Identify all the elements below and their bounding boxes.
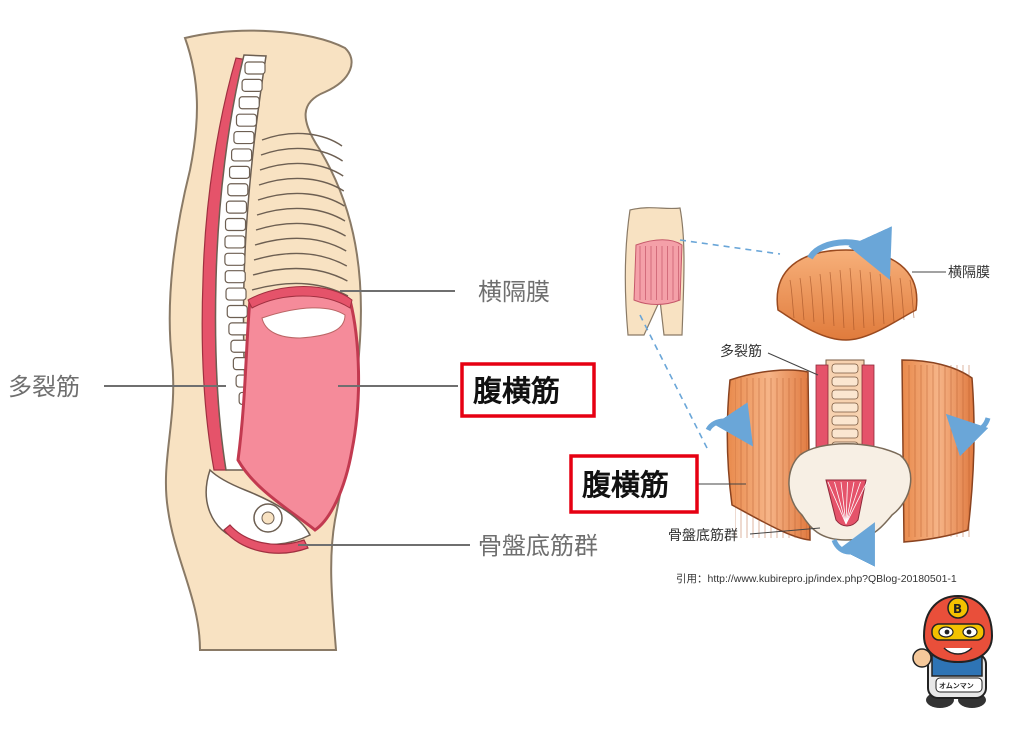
mascot-chest-letter: B [953,602,962,616]
side-arrow-left-icon [705,402,754,447]
vertebra [238,96,260,110]
rib [258,177,345,192]
label-multifidus-right: 多裂筋 [720,343,762,360]
vertebra [224,252,246,266]
vertebra [230,148,253,162]
vertebra [244,61,266,75]
diaphragm-dome [776,249,918,341]
rib-cage [251,132,349,297]
left-torso-figure: 横隔膜 多裂筋 腹横筋 骨盤底筋群 [8,29,598,651]
vertebra [225,200,248,214]
rib [256,207,346,222]
label-diaphragm-left: 横隔膜 [478,278,550,306]
label-transversus-right: 腹横筋 [582,468,669,502]
vertebra [225,287,247,301]
vertebra [228,165,251,179]
citation-text: 引用：http://www.kubirepro.jp/index.php?QBl… [676,572,957,585]
rib [251,282,349,297]
right-exploded-figure: 横隔膜 多裂筋 骨盤底筋群 腹横筋 引用：http://www.kubirepr… [569,207,991,585]
rib [260,147,343,162]
rotation-arrow-icon [807,226,892,280]
rib [254,237,347,252]
diaphragm-muscle [247,286,353,309]
mascot-badge-text: オムンマン [939,682,974,690]
side-arrow-right-icon [945,413,991,457]
vertebra [241,78,263,92]
label-transversus-left: 腹横筋 [473,374,560,408]
label-pelvic-floor-left: 骨盤底筋群 [478,532,598,560]
rib [252,267,348,282]
vertebra [228,322,250,336]
rib [257,192,345,207]
vertebra [233,130,255,145]
bottom-arrow-icon [831,522,875,567]
highlight-box-left [460,362,596,418]
pelvic-floor-muscle [223,524,309,554]
vertebra [224,270,246,284]
diaphragm-inner [261,307,346,339]
label-diaphragm-right: 横隔膜 [948,265,990,281]
rib [255,222,346,237]
mascot-character: B オムンマン [912,594,994,708]
rib [259,162,344,177]
rib [261,132,343,147]
rib [253,252,348,267]
vertebra [235,113,258,127]
label-multifidus-left: 多裂筋 [8,373,80,401]
thumbnail-muscle [633,239,683,305]
vertebra [224,235,246,249]
vertebra [227,183,249,197]
vertebra [226,304,248,319]
thumbs-up-icon [912,648,932,668]
highlight-box-right [569,454,699,514]
vertebra [224,217,247,232]
label-pelvic-floor-right: 骨盤底筋群 [668,527,738,544]
